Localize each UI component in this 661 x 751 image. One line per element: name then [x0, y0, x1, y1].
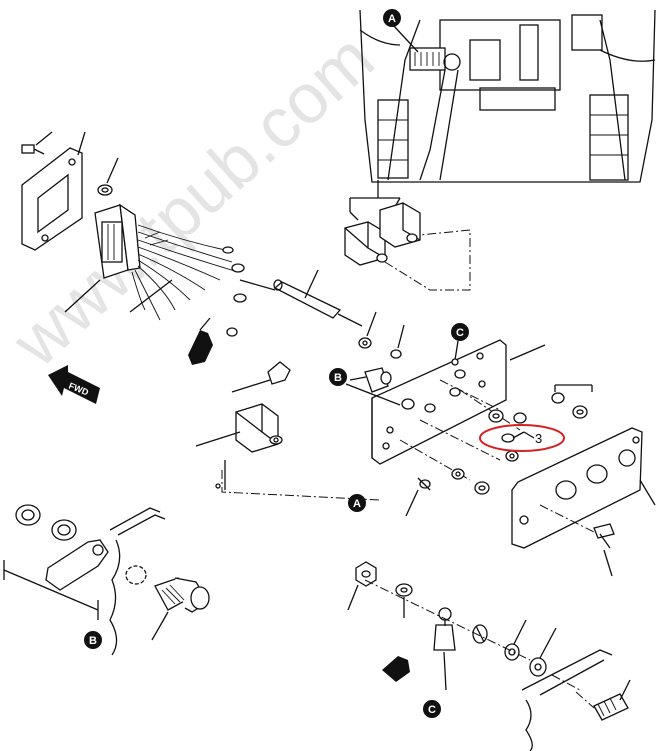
wiring-harness-connector: [64, 203, 141, 313]
callout-a-top: A: [383, 9, 401, 27]
panel-screw-lower: [405, 477, 431, 517]
detail-b-lamp-socket: [151, 577, 210, 641]
bracket-screw: [21, 131, 53, 155]
panel-washer-upper: [488, 409, 527, 462]
detail-c-panel-edge: [521, 649, 613, 751]
switch-mounting-panel: [371, 339, 546, 465]
callout-c-pointer: C: [451, 323, 469, 366]
svg-text:B: B: [89, 635, 97, 647]
svg-text:A: A: [353, 498, 361, 510]
panel-nut-lower: [474, 481, 490, 495]
insulation-sleeve: [239, 269, 363, 327]
detail-c-terminal: [433, 607, 456, 691]
panel-lockwasher-lower: [451, 468, 465, 480]
item-3-label: 3: [535, 431, 542, 446]
callout-b-pointer: B: [329, 368, 401, 406]
item-3-highlight-ring: [479, 424, 565, 452]
detail-c-flatwasher-b: [529, 627, 557, 677]
bracket-washer: [97, 157, 119, 196]
detail-b-bracket: [3, 560, 99, 620]
panel-nut-pair: [551, 384, 593, 419]
detail-b-washers: [15, 504, 77, 541]
svg-text:A: A: [388, 13, 396, 25]
svg-text:3: 3: [535, 431, 542, 446]
item-3-screw: [501, 431, 535, 443]
svg-text:C: C: [456, 327, 464, 339]
callout-b-detail: B: [84, 631, 102, 649]
detail-c-screw: [575, 679, 631, 721]
callout-c-detail: C: [423, 700, 441, 718]
indicator-lamp: [349, 367, 392, 393]
detail-c-flatwasher-a: [504, 619, 527, 661]
callout-a-main: A: [348, 494, 366, 512]
detail-c-nut: [347, 561, 377, 611]
switch-lockwasher: [390, 324, 405, 359]
harness-wires: [129, 224, 247, 337]
toggle-switch-lower: [195, 403, 283, 453]
switch-leader-bracket: [349, 180, 401, 221]
pointing-hand-left: [188, 317, 213, 365]
pointing-hand-right: [382, 656, 410, 682]
left-mounting-bracket: [21, 131, 86, 251]
svg-text:C: C: [428, 704, 436, 716]
detail-b-panel-edge: [109, 507, 166, 656]
switch-nut-small: [358, 311, 377, 349]
panel-lamp-holder: [231, 361, 291, 393]
cockpit-location-inset: [359, 9, 656, 183]
detail-c-lockwasher: [472, 624, 488, 644]
svg-text:B: B: [334, 372, 342, 384]
detail-c-washer: [395, 583, 413, 618]
detail-b-terminal-lug: [45, 539, 109, 591]
toggle-switch-upper-right: [379, 202, 421, 248]
front-bezel-plate: [511, 427, 656, 549]
bezel-screw: [593, 523, 615, 577]
toggle-switch-upper-left: [344, 221, 388, 266]
